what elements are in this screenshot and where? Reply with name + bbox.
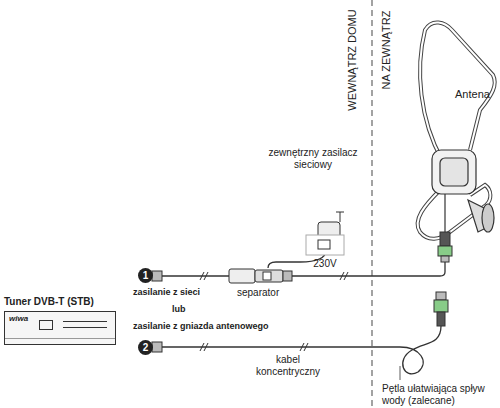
label: separator [237, 287, 297, 299]
label: 230V [305, 258, 345, 270]
label: zewnętrzny zasilacz sieciowy [268, 147, 358, 171]
tuner-device: Tuner DVB-T (STB) wiwa [4, 296, 116, 345]
display [39, 320, 53, 330]
label: zasilanie z gniazda antenowego [133, 320, 333, 332]
label: Antena [455, 88, 495, 100]
antenna-connectors [434, 232, 452, 326]
separator-device [229, 269, 292, 283]
label: kabel koncentryczny [248, 354, 328, 378]
cable-1 [160, 240, 445, 276]
power-adapter [306, 212, 344, 255]
plugs [152, 271, 162, 352]
callout-number: 1 [138, 268, 153, 283]
leader-line [400, 366, 401, 380]
callout-circle: 2 [138, 340, 153, 355]
brand-logo: wiwa [9, 314, 28, 323]
buttons [63, 321, 107, 328]
label: NA ZEWNĄTRZ [380, 5, 392, 95]
antenna [418, 22, 495, 238]
label: zasilanie z sieci [133, 286, 233, 298]
label: WEWNĄTRZ DOMU [346, 5, 358, 115]
label: Pętla ułatwiająca spływ wody (zalecane) [382, 383, 500, 407]
callout-circle: 1 [138, 268, 153, 283]
callout-number: 2 [138, 340, 153, 355]
break-marks [200, 272, 348, 351]
base-line [5, 338, 115, 339]
device-box: wiwa [4, 311, 116, 345]
device-title: Tuner DVB-T (STB) [4, 296, 116, 307]
label: lub [172, 303, 202, 315]
